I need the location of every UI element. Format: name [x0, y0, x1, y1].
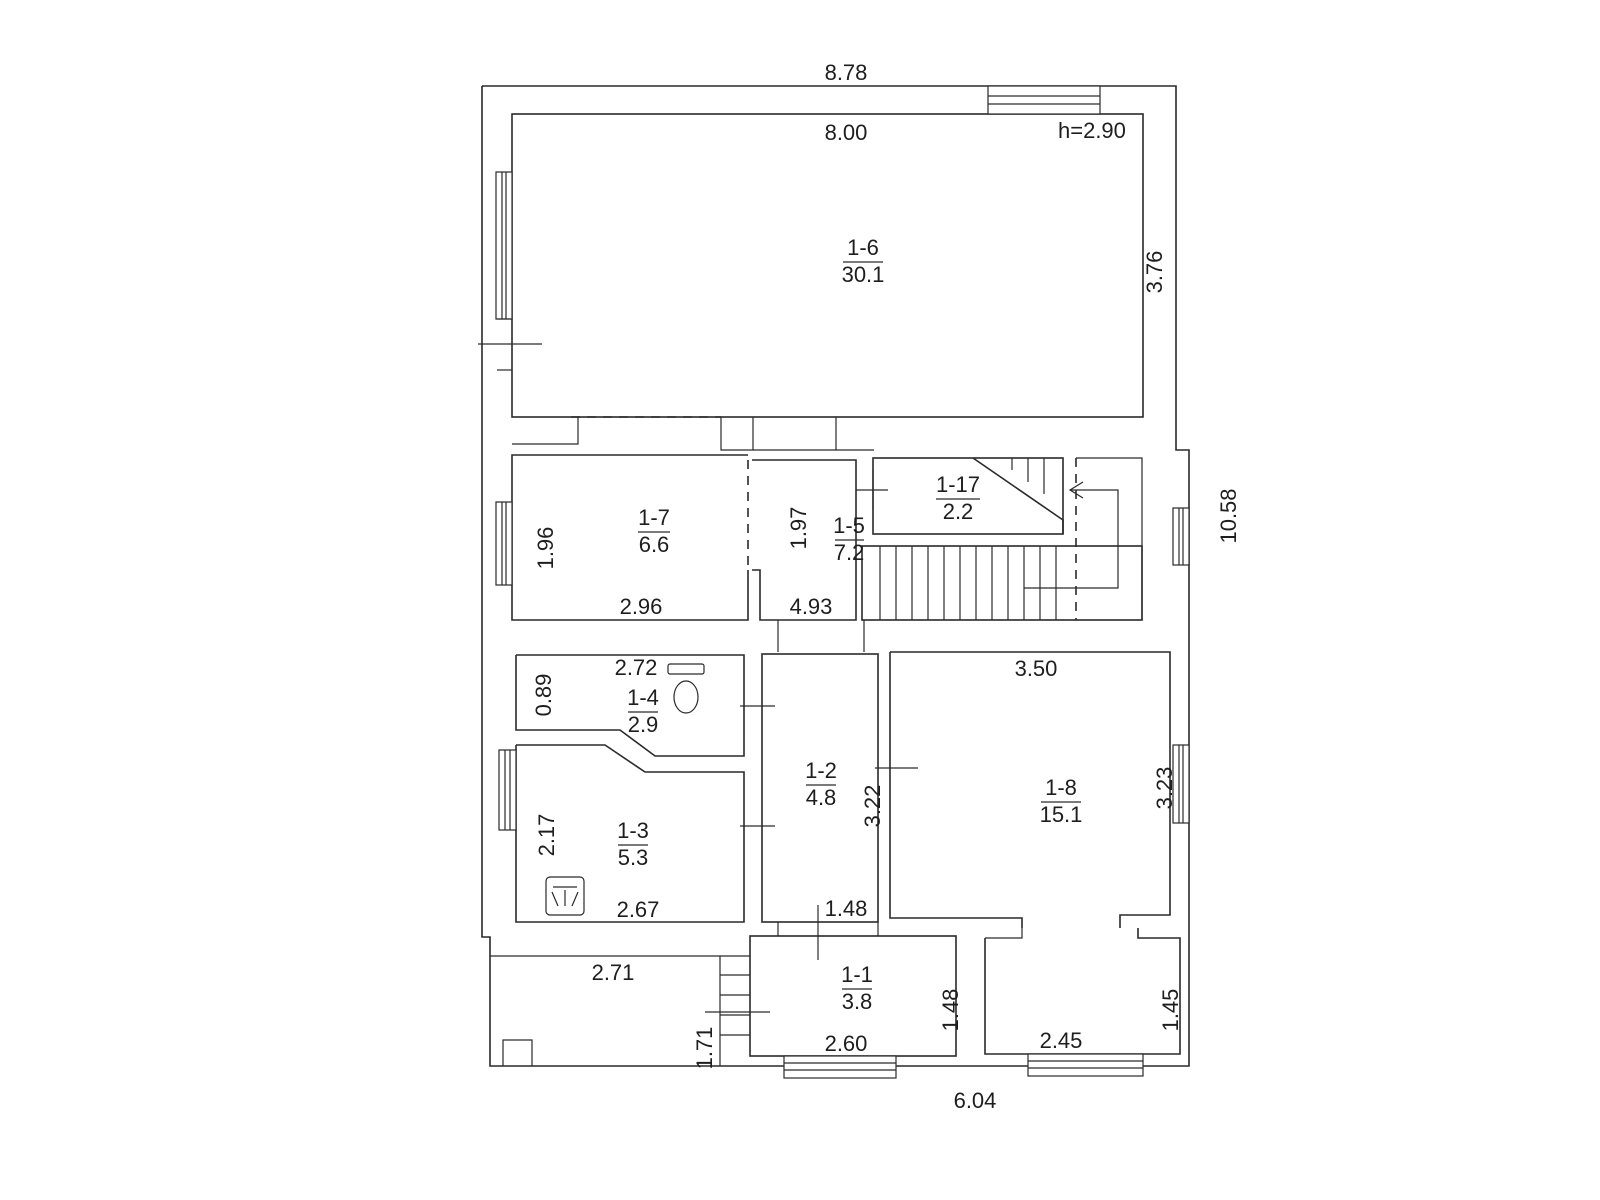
room-dim: 3.22 [860, 785, 885, 828]
room-id: 1-2 [805, 758, 837, 783]
room-area: 3.8 [842, 989, 873, 1014]
room-id: 1-7 [638, 505, 670, 530]
room-dim: 1.45 [1158, 989, 1183, 1032]
stair-steps [879, 458, 1057, 620]
stair-diagonal [972, 457, 1064, 534]
room-dim: 0.89 [531, 674, 556, 717]
wall-stub [985, 928, 1023, 939]
window-bottom-1-1 [783, 1055, 897, 1079]
room-area: 5.3 [618, 845, 649, 870]
column-stub [502, 1039, 533, 1066]
room-area: 30.1 [842, 262, 885, 287]
room-area: 2.9 [628, 712, 659, 737]
room-dim: 8.00 [825, 120, 868, 145]
room-dim: 3.50 [1015, 656, 1058, 681]
room-dim: 2.72 [615, 655, 658, 680]
room-1-8-outline [890, 651, 1171, 928]
room-dim: 1.96 [533, 527, 558, 570]
porch-steps [720, 974, 750, 1036]
wall-stub [720, 417, 754, 451]
room-1-7-outline [511, 454, 749, 621]
room-1-4-outline [515, 654, 745, 757]
shower-icon [545, 876, 585, 916]
room-1-8-outline-left [889, 652, 1023, 928]
window-left-mid [495, 501, 513, 586]
room-dim: 3.23 [1152, 767, 1177, 810]
room-dim: 1.48 [825, 896, 868, 921]
room-area: 15.1 [1040, 802, 1083, 827]
room-1-5-outline [752, 459, 857, 621]
room-1-3-outline [515, 744, 745, 923]
dim-bottom-width: 6.04 [954, 1088, 997, 1113]
room-dim: 3.76 [1142, 251, 1167, 294]
room-dim: 2.96 [620, 594, 663, 619]
room-dim: 2.71 [592, 960, 635, 985]
room-dim: 4.93 [790, 594, 833, 619]
room-id: 1-17 [936, 472, 980, 497]
stair-arrow-line [1024, 489, 1119, 589]
stair-arrow-icon [1068, 481, 1084, 499]
room-area: 6.6 [639, 532, 670, 557]
toilet-icon [667, 663, 705, 714]
room-1-6-outline [511, 113, 1144, 418]
outer-wall [481, 85, 1190, 1067]
wall-stub [835, 417, 874, 451]
room-id: 1-3 [617, 818, 649, 843]
window-left-top [495, 171, 513, 320]
room-area: 4.8 [806, 785, 837, 810]
wall-stub [512, 417, 579, 445]
room-dim: 2.17 [534, 814, 559, 857]
room-area: 2.2 [943, 499, 974, 524]
stair-wall [1076, 457, 1143, 620]
window-right-1-8 [1172, 744, 1190, 824]
room-area: 7.2 [834, 540, 865, 565]
dim-top-width: 8.78 [825, 60, 868, 85]
room-dim: 2.67 [617, 897, 660, 922]
window-left-low [498, 749, 517, 831]
room-1-2-outline [761, 653, 879, 923]
room-dim: 2.60 [825, 1031, 868, 1056]
room-dim: 2.45 [1040, 1028, 1083, 1053]
room-dim: 1.97 [786, 507, 811, 550]
room-id: 1-4 [627, 685, 659, 710]
ceiling-height: h=2.90 [1058, 118, 1126, 143]
room-dim: 1.71 [692, 1027, 717, 1070]
room-id: 1-6 [847, 235, 879, 260]
window-bottom-entry [1027, 1053, 1144, 1077]
window-top [987, 85, 1101, 115]
room-dim: 1.48 [938, 989, 963, 1032]
stair-flight [861, 545, 1143, 621]
window-right-stairs [1172, 507, 1190, 566]
room-id: 1-8 [1045, 775, 1077, 800]
room-id: 1-5 [833, 513, 865, 538]
room-id: 1-1 [841, 962, 873, 987]
dim-right-height: 10.58 [1216, 488, 1241, 543]
entry-room-outline [984, 928, 1181, 1055]
